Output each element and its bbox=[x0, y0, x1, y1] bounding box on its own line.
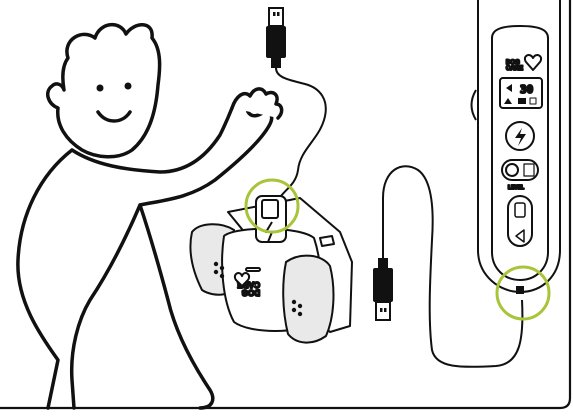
remote-brand-bottom: CARE bbox=[506, 66, 523, 72]
receiver-unit: DOG CARE bbox=[190, 196, 352, 343]
remote-charging-port bbox=[516, 286, 524, 294]
person-head bbox=[48, 25, 160, 157]
usb-plug-bottom bbox=[376, 302, 390, 320]
remote-control: DOG CARE 30 LEVEL bbox=[472, 0, 561, 294]
receiver-right-pad bbox=[283, 256, 333, 343]
battery-icon bbox=[518, 98, 526, 104]
remote-level-label: LEVEL bbox=[508, 185, 524, 191]
vibrate-button-icon[interactable] bbox=[515, 203, 525, 217]
usb-plug-body-bottom bbox=[373, 268, 393, 302]
usb-plug-top bbox=[269, 8, 283, 26]
person-eye-right bbox=[125, 83, 132, 90]
usb-plug-body-top bbox=[266, 26, 286, 58]
person-eye-left bbox=[97, 85, 104, 92]
remote-display-value: 30 bbox=[520, 83, 533, 96]
